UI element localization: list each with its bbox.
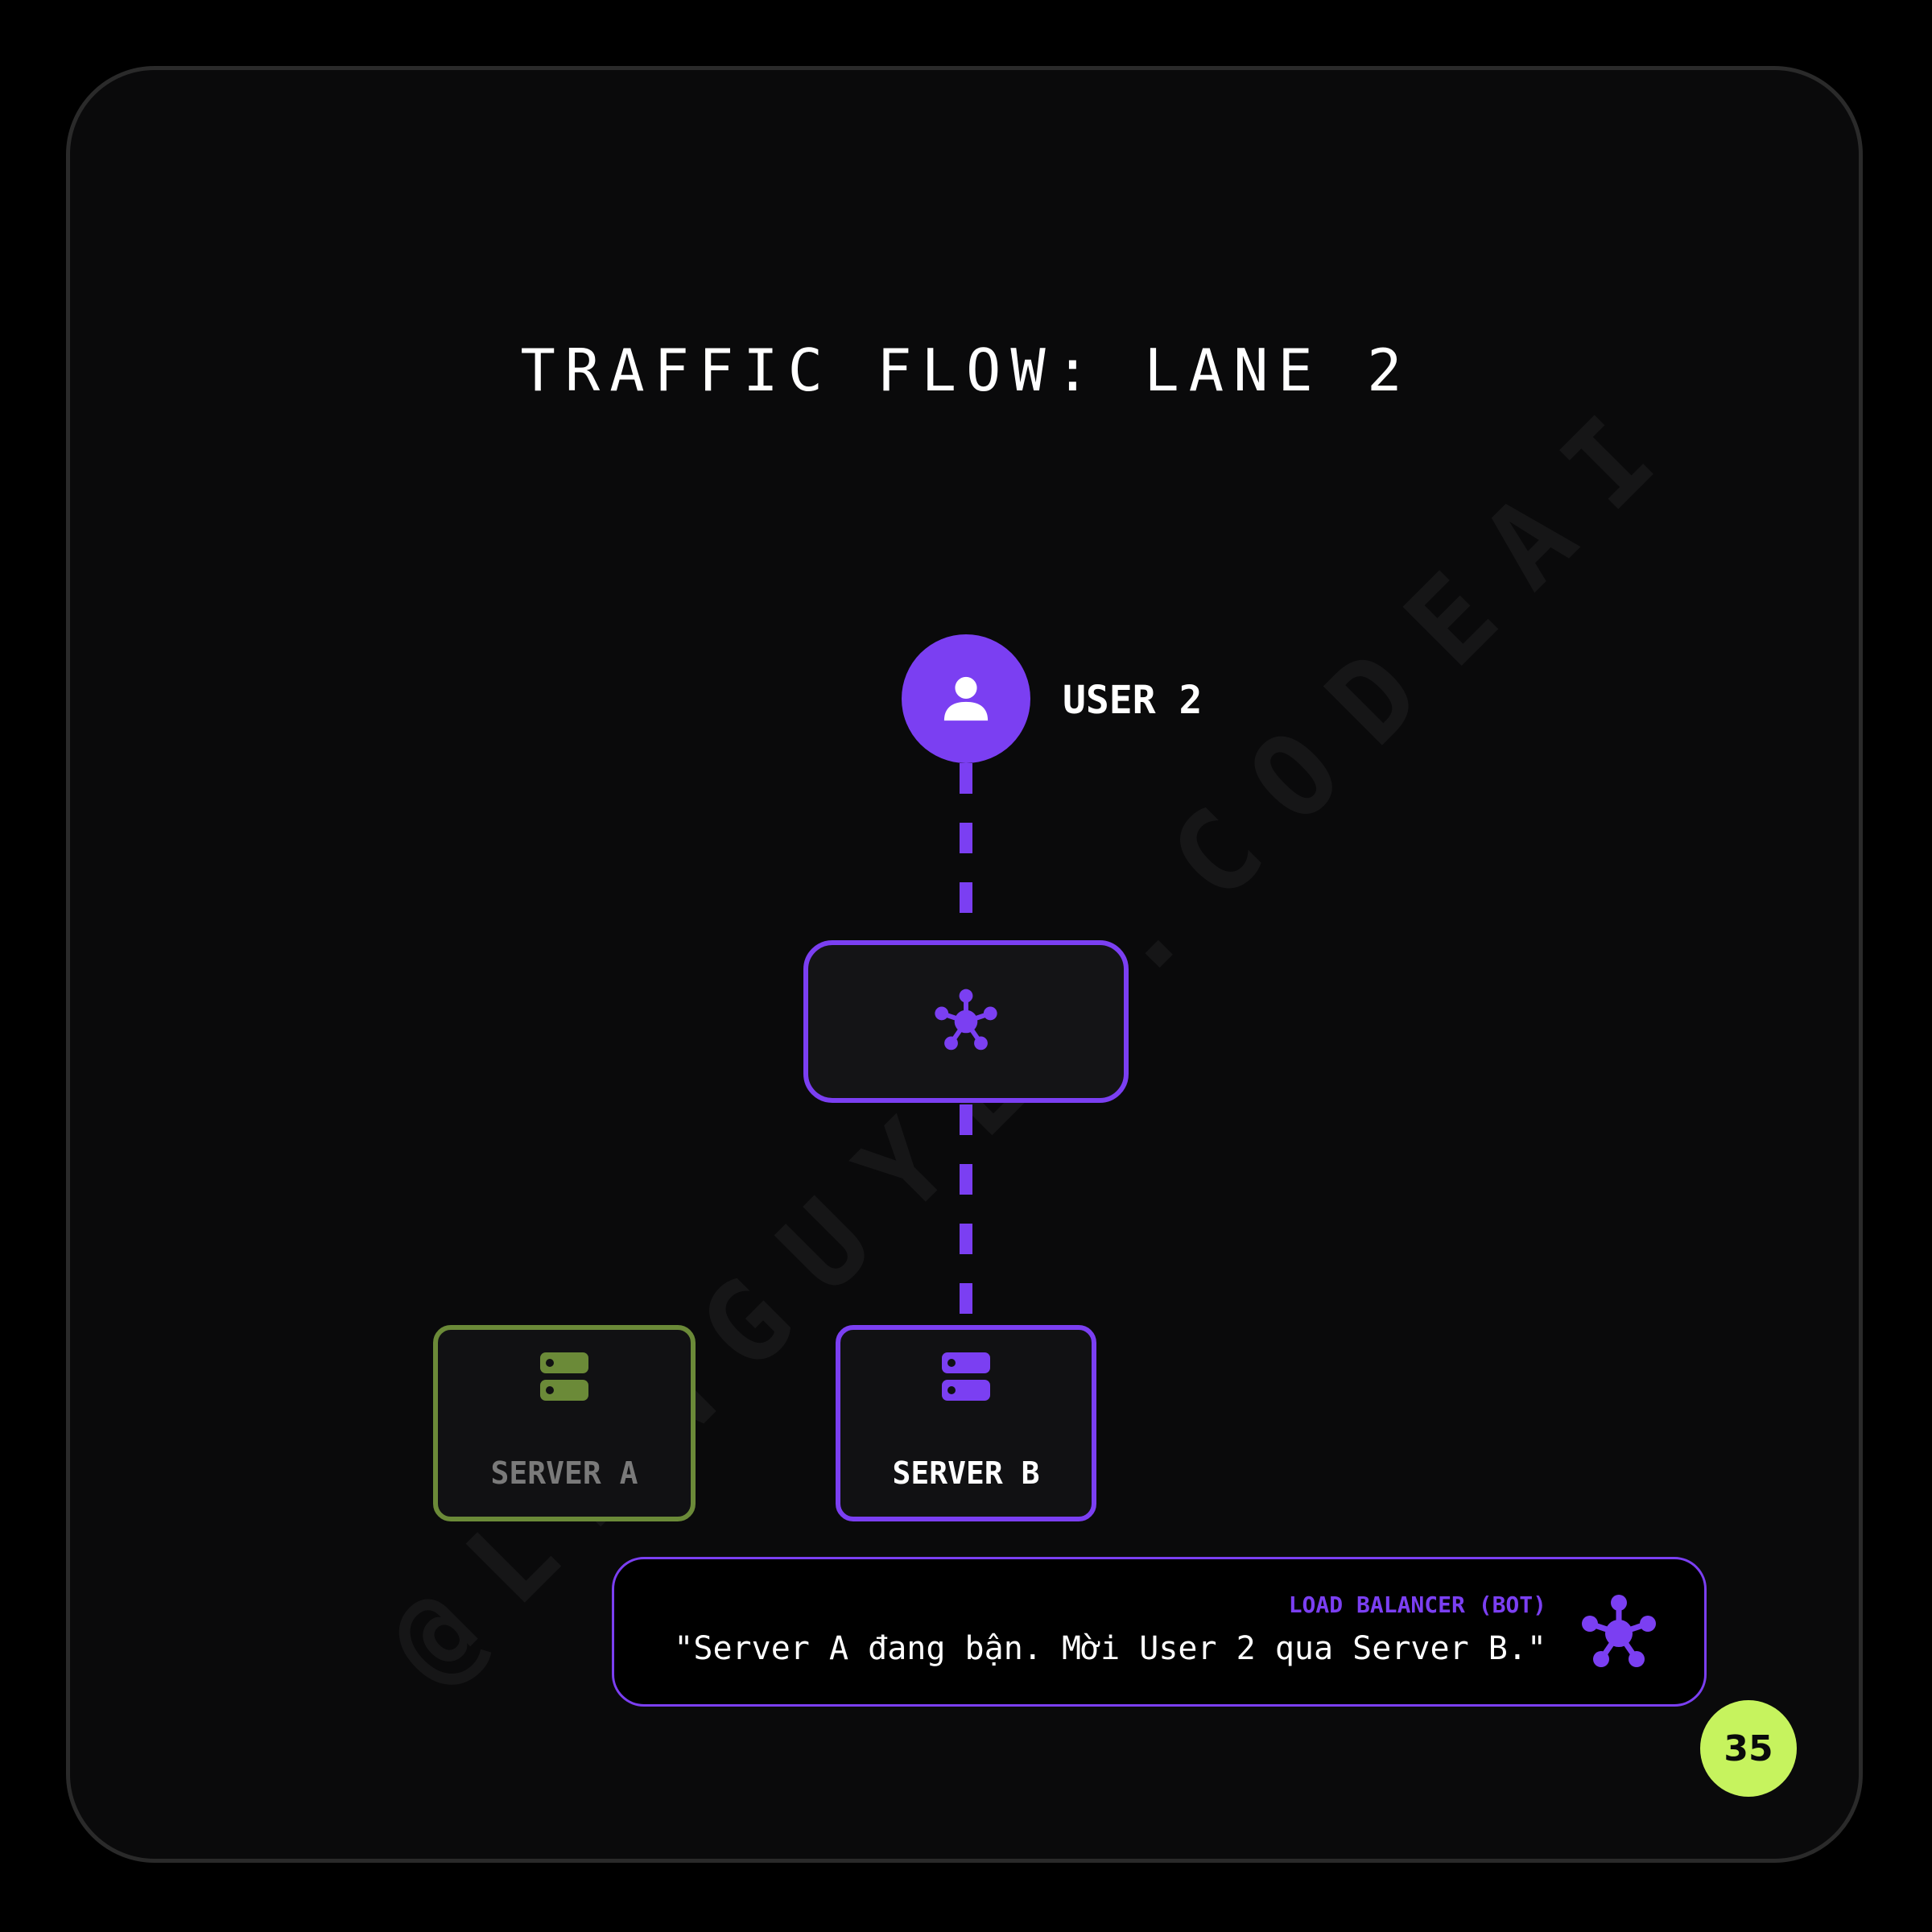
network-hub-icon [1582,1595,1656,1667]
speaker-label: LOAD BALANCER (BOT) [1288,1591,1546,1618]
message-bubble: LOAD BALANCER (BOT) "Server A đang bận. … [612,1557,1707,1707]
server-a-label: SERVER A [490,1455,638,1491]
page-number-badge: 35 [1700,1700,1797,1797]
network-hub-icon [935,989,997,1051]
user-label: USER 2 [1063,678,1203,723]
message-text: "Server A đang bận. Mời User 2 qua Serve… [674,1630,1546,1667]
server-a-node: SERVER A [433,1325,696,1521]
server-b-label: SERVER B [892,1455,1040,1491]
server-b-node: SERVER B [836,1325,1096,1521]
user-icon [943,676,989,721]
server-icon [942,1352,990,1401]
user-node [902,634,1030,763]
server-icon [540,1352,588,1401]
page-title: TRAFFIC FLOW: LANE 2 [520,336,1412,404]
load-balancer-node [803,940,1129,1103]
